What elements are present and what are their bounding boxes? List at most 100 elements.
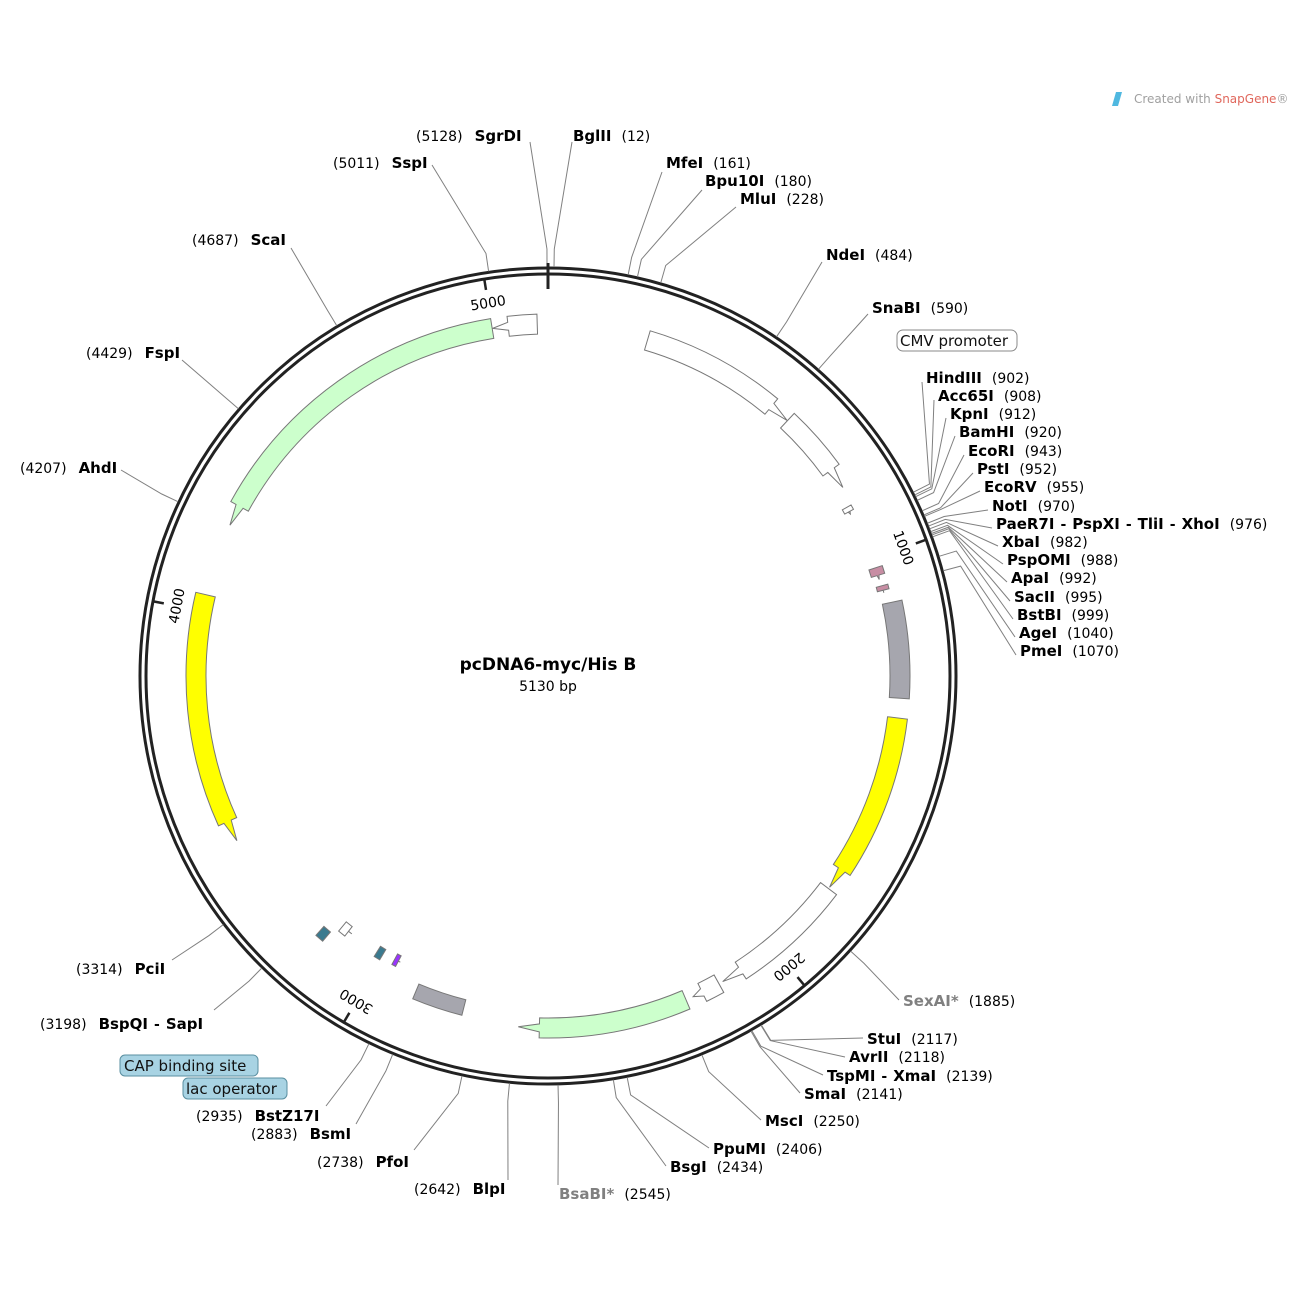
site-mfei: MfeI(161) — [666, 154, 751, 172]
site-msci: MscI(2250) — [765, 1112, 860, 1130]
ruler-label-5000: 5000 — [469, 293, 507, 314]
leader-snabi — [818, 313, 869, 370]
ruler-label-1000: 1000 — [889, 529, 916, 568]
leader-avrii — [760, 1024, 846, 1058]
feature-f1-ori — [829, 716, 908, 888]
leader-ecorv — [924, 490, 981, 517]
site-kpni: KpnI(912) — [950, 405, 1036, 423]
leader-mfei — [627, 171, 663, 276]
feature-myc — [868, 564, 886, 580]
site-pcii: (3314)PciI — [76, 960, 165, 978]
feature-sv40-poly-a-signal — [412, 983, 467, 1016]
feature-bgh-poly-a-signal — [881, 599, 911, 700]
feature-cap-binding-site — [315, 925, 332, 942]
branding-brand: SnapGene — [1215, 92, 1277, 106]
leader-ecori — [921, 454, 965, 512]
branding-suffix: ® — [1276, 92, 1288, 106]
site-sexai: SexAI*(1885) — [903, 992, 1015, 1010]
leader-sgrdi — [529, 141, 548, 268]
feature-ampr-promoter — [492, 313, 539, 337]
leader-stui — [760, 1024, 864, 1041]
leader-bsmi — [355, 1054, 394, 1125]
site-labels: (5128)SgrDI BglII(12) (5011)SspI MfeI(16… — [20, 127, 1267, 1203]
site-stui: StuI(2117) — [867, 1030, 958, 1048]
leader-hindiii — [913, 381, 930, 493]
site-fspi: (4429)FspI — [86, 344, 180, 362]
leader-acc65i — [914, 399, 935, 496]
site-pmei: PmeI(1070) — [1020, 642, 1119, 660]
leader-bstbi — [932, 530, 1014, 620]
feature-cmv-enhancer — [643, 330, 788, 421]
svg-text:CMV promoter: CMV promoter — [900, 332, 1009, 350]
cap-binding-site-label-box: CAP binding site — [119, 1054, 259, 1077]
ruler-label-4000: 4000 — [166, 587, 188, 625]
leader-sacii — [931, 528, 1011, 602]
feature-m13-rev — [391, 953, 402, 968]
leader-paer7i-group — [928, 518, 993, 529]
site-bsmi: (2883)BsmI — [251, 1125, 351, 1143]
feature-bsd — [518, 989, 691, 1039]
site-bsgi: BsgI(2434) — [670, 1158, 763, 1176]
leader-bspqi-group — [213, 967, 263, 1011]
feature-6xhis — [875, 583, 890, 593]
site-xbai: XbaI(982) — [1002, 533, 1088, 551]
site-ecori: EcoRI(943) — [968, 442, 1062, 460]
site-bstbi: BstBI(999) — [1017, 606, 1109, 624]
svg-text:lac operator: lac operator — [186, 1080, 278, 1098]
site-bspqi-group: (3198)BspQI-SapI — [40, 1015, 203, 1033]
feature-ampr — [229, 318, 495, 526]
snapgene-branding: Created with SnapGene® — [1112, 92, 1288, 106]
site-psp0mi: PspOMI(988) — [1007, 551, 1118, 569]
site-ahdi: (4207)AhdI — [20, 459, 117, 477]
svg-text:Created with SnapGene®: Created with SnapGene® — [1134, 92, 1288, 106]
leader-apai — [931, 526, 1008, 583]
leader-sexai — [850, 950, 900, 1001]
leader-bpu10i — [636, 189, 703, 278]
leader-pmei — [943, 565, 1017, 656]
leader-msci — [701, 1054, 762, 1121]
site-bglii: BglII(12) — [573, 127, 650, 145]
leader-agei — [938, 550, 1016, 638]
svg-text:CAP binding site: CAP binding site — [124, 1057, 246, 1075]
site-sgrdi: (5128)SgrDI — [416, 127, 522, 145]
feature-lac-operator — [373, 945, 387, 961]
leader-xbai — [929, 521, 999, 547]
plasmid-name: pcDNA6-myc/His B — [460, 655, 637, 675]
feature-em7-promoter — [691, 974, 725, 1003]
site-noti: NotI(970) — [992, 497, 1075, 515]
site-acc65i: Acc65I(908) — [938, 387, 1042, 405]
ruler-label-3000: 3000 — [337, 985, 376, 1017]
leader-kpni — [915, 417, 947, 498]
leader-bsgi — [612, 1079, 667, 1167]
leader-bglii — [553, 141, 573, 268]
cmv-promoter-label-box: CMV promoter — [896, 329, 1018, 352]
leader-pfoi — [413, 1075, 463, 1151]
feature-layer — [185, 313, 911, 1039]
site-pfoi: (2738)PfoI — [317, 1153, 409, 1171]
ruler-tick-5000 — [482, 277, 488, 291]
plasmid-backbone — [138, 266, 958, 1086]
site-bamhi: BamHI(920) — [959, 423, 1062, 441]
plasmid-size: 5130 bp — [519, 679, 577, 695]
site-tspmi-group: TspMI-XmaI(2139) — [827, 1067, 993, 1085]
site-hindiii: HindIII(902) — [926, 369, 1030, 387]
site-smai: SmaI(2141) — [804, 1085, 903, 1103]
leader-psp0mi — [930, 524, 1004, 565]
site-mlui: MluI(228) — [740, 190, 824, 208]
leader-scai — [290, 247, 338, 326]
leader-sspi — [431, 164, 490, 272]
leader-ndei — [776, 261, 823, 338]
leader-pcii — [171, 924, 224, 961]
ruler-tick-1000 — [915, 538, 928, 545]
site-apai: ApaI(992) — [1011, 569, 1097, 587]
leader-tspmi-group — [751, 1030, 824, 1076]
leader-ppumi — [626, 1077, 710, 1149]
site-bsabi: BsaBI*(2545) — [559, 1185, 671, 1203]
leader-blpi — [507, 1083, 510, 1181]
site-bstz17i: (2935)BstZ17I — [196, 1107, 319, 1125]
site-avrii: AvrII(2118) — [849, 1048, 945, 1066]
site-scai: (4687)ScaI — [192, 231, 286, 249]
lac-operator-label-box: lac operator — [182, 1077, 288, 1100]
site-ppumi: PpuMI(2406) — [713, 1140, 822, 1158]
